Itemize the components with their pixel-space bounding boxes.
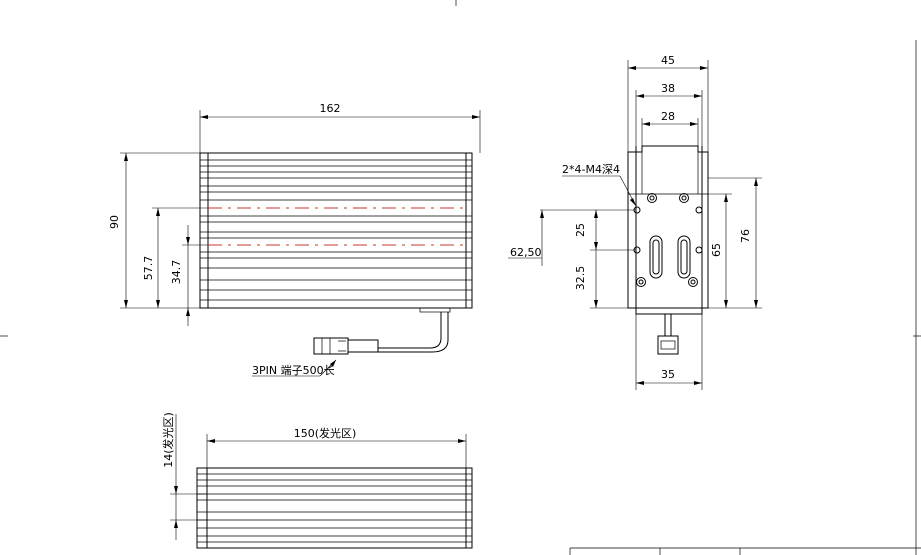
dim-center-1: 57.7: [142, 256, 155, 281]
side-connector: [657, 335, 679, 355]
dim-width-mid: 38: [661, 82, 675, 95]
dim-height-65: 65: [710, 243, 723, 257]
cable-connector: [313, 337, 349, 355]
dim-emitting-width: 14(发光区): [161, 412, 175, 468]
dim-center-2: 34.7: [170, 260, 183, 285]
dim-hole-spacing: 25: [574, 223, 587, 237]
dim-height: 90: [108, 215, 121, 229]
thread-note: 2*4-M4深4: [562, 163, 620, 176]
coord-note: 62,50: [510, 246, 542, 259]
dim-width-outer: 45: [661, 54, 675, 67]
side-view: 45 38 28 2*4-M4深4 25 32.5: [508, 54, 762, 390]
dim-emitting-length: 150(发光区): [294, 426, 357, 440]
bottom-view: 150(发光区) 14(发光区): [161, 412, 473, 549]
dim-width-inner: 28: [661, 110, 675, 123]
dim-height-76: 76: [739, 229, 752, 243]
cable-note: 3PIN 端子500长: [252, 364, 335, 377]
dim-base: 35: [661, 368, 675, 381]
dim-length: 162: [320, 102, 341, 115]
front-view: 162 90 57.7 34.7 3PIN 端子500长: [108, 102, 481, 377]
dim-hole-offset: 32.5: [574, 266, 587, 291]
